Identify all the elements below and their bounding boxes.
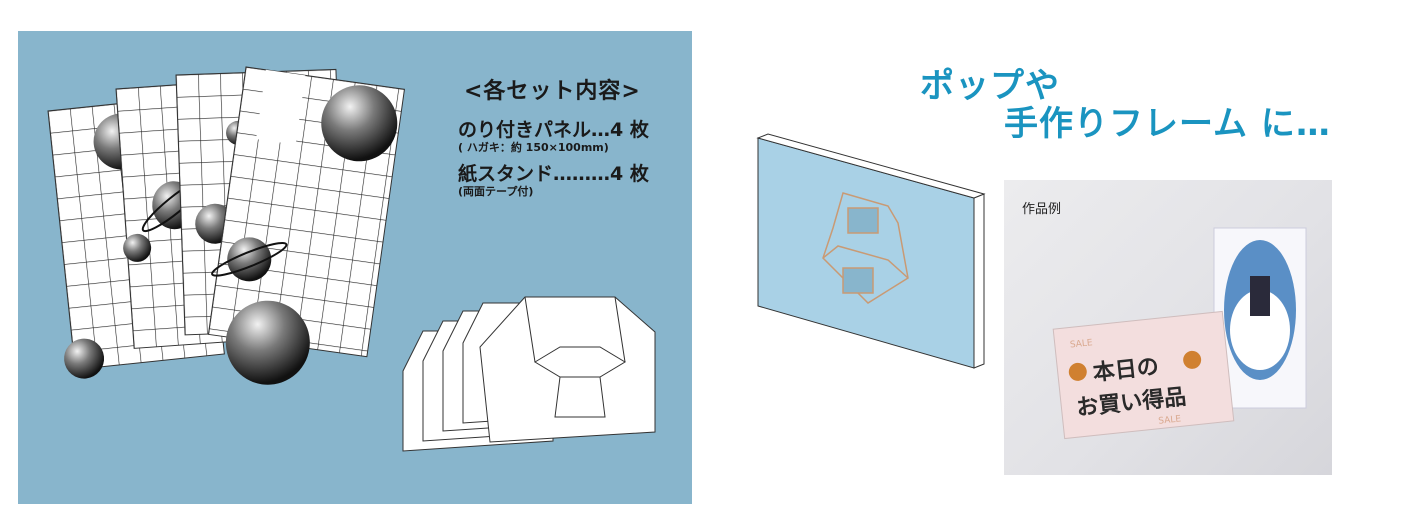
foam-board-illustration [756, 133, 986, 369]
example-photo: SALE SALE 本日の お買い得品 作品例 [1004, 180, 1332, 475]
paper-stand-stack [402, 296, 656, 452]
headline-line-2: 手作りフレーム に… [1004, 104, 1331, 144]
headline-line-1: ポップや [920, 66, 1060, 106]
example-photo-art: SALE SALE 本日の お買い得品 [1052, 227, 1307, 440]
contents-item-panel-note: ( ハガキ：約 150×100mm) [458, 141, 609, 154]
svg-text:SALE: SALE [1069, 338, 1093, 350]
set-contents-box: <各セット内容> のり付きパネル…4 枚 ( ハガキ：約 150×100mm) … [458, 73, 688, 207]
contents-item-stand-note: (両面テープ付) [458, 185, 534, 198]
product-contents-panel: <各セット内容> のり付きパネル…4 枚 ( ハガキ：約 150×100mm) … [18, 31, 692, 504]
svg-text:SALE: SALE [1158, 414, 1182, 426]
glued-panel-sheet [207, 66, 406, 385]
sale-pop-card: SALE SALE 本日の お買い得品 [1052, 310, 1235, 440]
contents-item-stand: 紙スタンド………4 枚 [458, 163, 649, 185]
panel-sheets-illustration [47, 66, 656, 452]
photo-frame-card [1213, 227, 1307, 409]
contents-title: <各セット内容> [464, 79, 641, 104]
photo-caption: 作品例 [1022, 202, 1062, 217]
contents-item-panel: のり付きパネル…4 枚 [458, 119, 649, 141]
